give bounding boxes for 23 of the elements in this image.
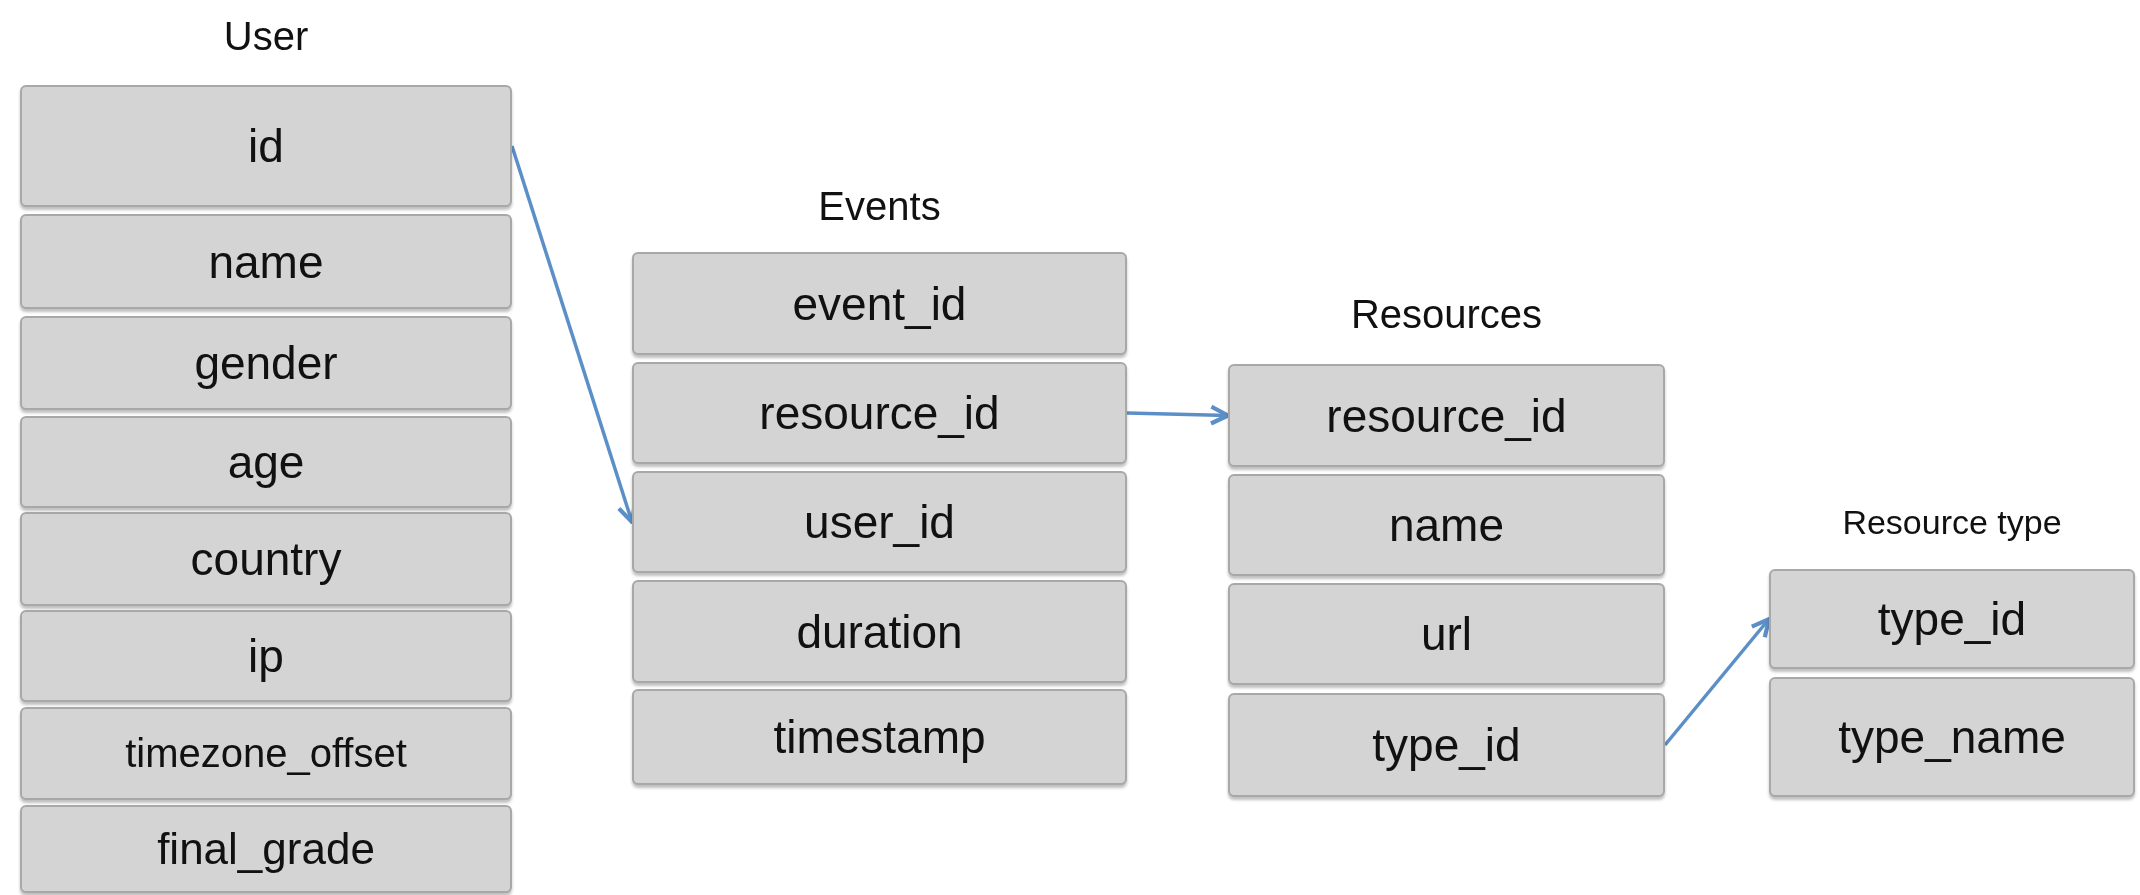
field-cell: country (20, 512, 512, 606)
field-cell: type_id (1228, 693, 1665, 797)
field-cell: duration (632, 580, 1127, 683)
field-cell: timestamp (632, 689, 1127, 785)
field-cell: resource_id (632, 362, 1127, 464)
field-cell: type_name (1769, 677, 2135, 797)
table-title: Events (818, 184, 941, 229)
field-cell: age (20, 416, 512, 508)
table-title: Resource type (1842, 503, 2062, 542)
field-cell: name (20, 214, 512, 309)
field-cell: resource_id (1228, 364, 1665, 467)
field-cell: timezone_offset (20, 707, 512, 800)
field-cell: type_id (1769, 569, 2135, 669)
table-title: Resources (1350, 292, 1543, 337)
field-cell: user_id (632, 471, 1127, 573)
field-cell: id (20, 85, 512, 207)
field-cell: name (1228, 474, 1665, 576)
field-cell: gender (20, 316, 512, 410)
table-title: User (223, 14, 309, 59)
field-cell: event_id (632, 252, 1127, 355)
field-cell: url (1228, 583, 1665, 685)
field-cell: ip (20, 610, 512, 702)
field-cell: final_grade (20, 805, 512, 893)
